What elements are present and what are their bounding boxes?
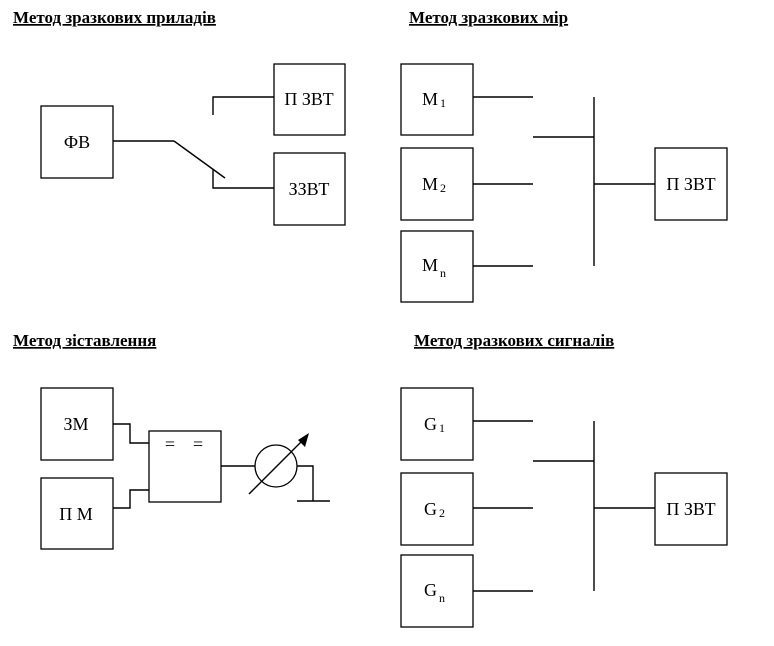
m2-block (400, 147, 474, 221)
pzvt-block (273, 63, 346, 136)
pzvt-contact-wire (212, 96, 274, 115)
title-reference-instruments: Метод зразкових приладів (13, 8, 216, 27)
m1-block (400, 63, 474, 136)
zzvt-contact-wire (212, 170, 274, 189)
pm-label: П М (59, 504, 93, 524)
gn-block (400, 554, 474, 628)
pzvt-label: П ЗВТ (284, 89, 333, 109)
q1-diagram: ФВ П ЗВТ ЗЗВТ (40, 63, 346, 226)
pzvt-block (654, 147, 728, 221)
indicator-ground-lead (297, 465, 314, 501)
title-reference-measures: Метод зразкових мір (409, 8, 568, 27)
comparator-block (148, 430, 222, 503)
title-reference-signals: Метод зразкових сигналів (414, 331, 614, 350)
pzvt-label: П ЗВТ (666, 499, 715, 519)
indicator-arrow-head (298, 433, 309, 447)
mn-block (400, 230, 474, 303)
pm-block (40, 477, 114, 550)
pm-to-comparator (113, 489, 149, 509)
pzvt-label: П ЗВТ (666, 174, 715, 194)
fv-label: ФВ (64, 132, 90, 152)
g2-block (400, 472, 474, 546)
g1-block (400, 387, 474, 461)
zzvt-block (273, 152, 346, 226)
q3-diagram: ЗМ П М = = (40, 387, 330, 550)
zzvt-label: ЗЗВТ (289, 179, 330, 199)
comparator-label: = = (165, 434, 203, 454)
null-indicator (254, 444, 298, 488)
pzvt-block (654, 472, 728, 546)
zm-to-comparator (113, 423, 149, 444)
zm-label: ЗМ (63, 414, 88, 434)
switch-blade (173, 140, 226, 179)
fv-block (40, 105, 114, 179)
title-comparison: Метод зіставлення (13, 331, 156, 350)
indicator-arrow-shaft (248, 441, 302, 495)
